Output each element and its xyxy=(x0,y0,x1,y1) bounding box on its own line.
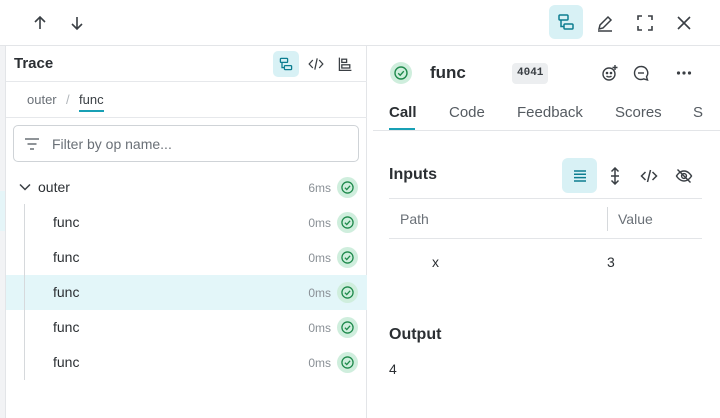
inputs-heading: Inputs xyxy=(389,166,437,183)
tree-row-duration: 0ms xyxy=(308,356,331,370)
tree-row-duration: 0ms xyxy=(308,286,331,300)
code-view-icon[interactable] xyxy=(303,51,329,77)
output-value: 4 xyxy=(389,361,397,377)
column-header-value[interactable]: Value xyxy=(618,211,653,227)
tab-code[interactable]: Code xyxy=(449,104,485,121)
pencil-icon[interactable] xyxy=(588,6,622,40)
filter-input[interactable] xyxy=(52,132,342,156)
trace-panel-header: Trace xyxy=(6,46,367,82)
tree-row-name: func xyxy=(53,354,80,370)
tree-row-func[interactable]: func 0ms xyxy=(6,205,367,240)
tree-row-func[interactable]: func 0ms xyxy=(6,310,367,345)
tree-row-func[interactable]: func 0ms xyxy=(6,240,367,275)
column-divider[interactable] xyxy=(607,207,608,231)
breadcrumb: outer / func xyxy=(6,82,367,118)
success-check-icon xyxy=(337,317,358,338)
add-reaction-icon[interactable] xyxy=(598,61,622,85)
arrow-down-icon[interactable] xyxy=(60,6,94,40)
tree-row-func[interactable]: func 0ms xyxy=(6,345,367,380)
input-path: x xyxy=(432,254,439,270)
tree-guide-line xyxy=(24,204,25,380)
tree-row-duration: 0ms xyxy=(308,321,331,335)
column-header-path[interactable]: Path xyxy=(400,211,429,227)
active-tab-indicator xyxy=(389,128,415,130)
tabs-divider xyxy=(373,130,720,131)
more-options-icon[interactable] xyxy=(672,61,696,85)
timeline-view-icon[interactable] xyxy=(332,51,358,77)
close-icon[interactable] xyxy=(667,6,701,40)
code-view-icon[interactable] xyxy=(631,158,666,193)
success-check-icon xyxy=(337,352,358,373)
expand-rows-icon[interactable] xyxy=(597,158,632,193)
filter-field[interactable] xyxy=(13,125,359,162)
trace-view-icon[interactable] xyxy=(549,5,583,39)
breadcrumb-separator: / xyxy=(66,92,70,107)
table-row: x 3 xyxy=(389,239,702,283)
tab-overflow[interactable]: S xyxy=(693,104,704,121)
top-toolbar xyxy=(0,0,720,46)
background-page-strip xyxy=(0,46,6,418)
success-check-icon xyxy=(337,282,358,303)
tree-row-func-selected[interactable]: func 0ms xyxy=(6,275,367,310)
success-check-icon xyxy=(390,62,412,84)
success-check-icon xyxy=(337,247,358,268)
success-check-icon xyxy=(337,212,358,233)
panel-title: Trace xyxy=(14,55,54,72)
breadcrumb-item-func[interactable]: func xyxy=(79,92,104,112)
call-name: func xyxy=(430,63,466,82)
inputs-table-header: Path Value xyxy=(389,198,702,239)
tree-view-icon[interactable] xyxy=(273,51,299,77)
call-tabs: Call Code Feedback Scores S xyxy=(367,102,720,132)
tree-row-duration: 0ms xyxy=(308,251,331,265)
breadcrumb-item-outer[interactable]: outer xyxy=(27,92,57,107)
tree-row-name: func xyxy=(53,249,80,265)
hide-icon[interactable] xyxy=(666,158,701,193)
trace-panel: Trace outer / func outer 6ms func 0ms xyxy=(6,46,367,418)
arrow-up-icon[interactable] xyxy=(23,6,57,40)
tree-row-name: func xyxy=(53,214,80,230)
tree-row-duration: 6ms xyxy=(308,181,331,195)
tab-feedback[interactable]: Feedback xyxy=(517,104,583,121)
call-detail-panel: func 4041 Call Code Feedback Scores S In… xyxy=(367,46,720,418)
tree-row-name: func xyxy=(53,319,80,335)
input-value: 3 xyxy=(607,254,615,270)
tree-row-duration: 0ms xyxy=(308,216,331,230)
success-check-icon xyxy=(337,177,358,198)
output-heading: Output xyxy=(389,326,442,343)
comment-icon[interactable] xyxy=(629,61,653,85)
tree-row-outer[interactable]: outer 6ms xyxy=(6,170,367,205)
tree-row-name: func xyxy=(53,284,80,300)
chevron-down-icon[interactable] xyxy=(18,180,32,194)
tree-row-name: outer xyxy=(38,179,70,195)
call-id-badge[interactable]: 4041 xyxy=(512,63,549,84)
tab-scores[interactable]: Scores xyxy=(615,104,662,121)
tab-call[interactable]: Call xyxy=(389,104,417,121)
list-view-icon[interactable] xyxy=(562,158,597,193)
filter-icon xyxy=(25,138,39,150)
fullscreen-icon[interactable] xyxy=(628,6,662,40)
